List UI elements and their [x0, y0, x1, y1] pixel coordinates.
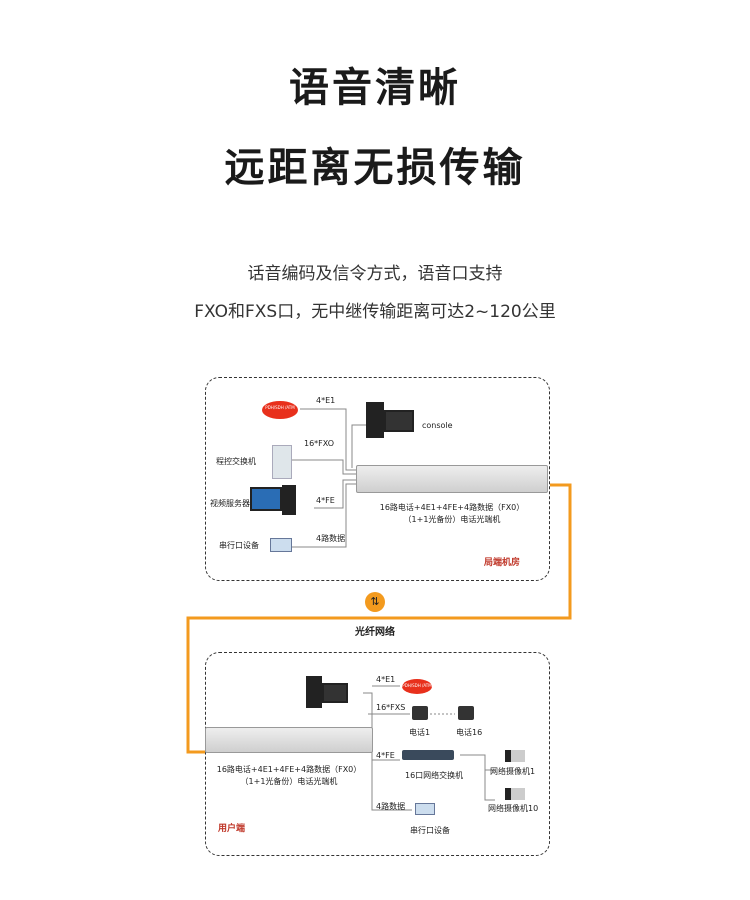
video-server-monitor-icon — [250, 487, 282, 511]
device-caption-bottom-2: （1+1光备份）电话光端机 — [240, 777, 338, 786]
camera-10-icon — [505, 788, 525, 800]
computer-monitor-icon — [322, 683, 348, 703]
device-caption-top-2: （1+1光备份）电话光端机 — [403, 515, 501, 524]
serial-device-icon — [270, 538, 292, 552]
label-camera-10: 网络摄像机10 — [488, 804, 539, 813]
site-label-central: 局端机房 — [484, 558, 521, 568]
central-office-panel — [205, 377, 550, 581]
label-serial-device-user: 串行口设备 — [410, 826, 450, 835]
optical-terminal-device-bottom — [205, 727, 373, 753]
title-line-2: 远距离无损传输 — [224, 145, 526, 191]
console-computer-icon — [366, 402, 384, 438]
computer-tower-icon — [306, 676, 322, 708]
label-camera-1: 网络摄像机1 — [490, 767, 536, 776]
device-caption-top-1: 16路电话+4E1+4FE+4路数据（FX0） — [379, 503, 525, 512]
video-server-tower-icon — [282, 485, 296, 515]
phone-1-icon — [412, 706, 428, 720]
label-serial-device: 串行口设备 — [219, 541, 259, 550]
label-fiber-network: 光纤网络 — [355, 627, 395, 638]
label-video-server: 视频服务器 — [210, 499, 250, 508]
serial-device-icon-user — [415, 803, 435, 815]
optical-terminal-device-top — [356, 465, 548, 493]
network-switch-icon — [402, 750, 454, 760]
phone-16-icon — [458, 706, 474, 720]
description-line-1: 话音编码及信令方式，语音口支持 — [247, 264, 503, 284]
label-4-data-user: 4路数据 — [376, 802, 406, 811]
fiber-network-icon: ⇅ — [365, 592, 385, 612]
label-4fe: 4*FE — [316, 496, 335, 505]
label-16fxo: 16*FXO — [304, 439, 335, 448]
pdh-sdh-atm-badge-user: PDH/SDH /ATM — [402, 679, 432, 694]
device-caption-bottom-1: 16路电话+4E1+4FE+4路数据（FX0） — [216, 765, 362, 774]
label-4e1-user: 4*E1 — [376, 675, 396, 684]
camera-1-icon — [505, 750, 525, 762]
label-4e1: 4*E1 — [316, 396, 336, 405]
label-switch: 16口网络交换机 — [405, 771, 464, 780]
console-monitor-icon — [384, 410, 414, 432]
description-line-2: FXO和FXS口，无中继传输距离可达2~120公里 — [194, 302, 556, 322]
pbx-cabinet-icon — [272, 445, 292, 479]
label-phone-1: 电话1 — [409, 728, 431, 737]
label-4-data: 4路数据 — [316, 534, 346, 543]
title-line-1: 语音清晰 — [289, 65, 461, 111]
user-side-panel — [205, 652, 550, 856]
site-label-user: 用户端 — [218, 824, 246, 834]
pdh-sdh-atm-badge: PDH/SDH /ATM — [262, 401, 298, 419]
fiber-link — [186, 483, 572, 754]
label-pbx: 程控交换机 — [216, 457, 256, 466]
label-4fe-user: 4*FE — [376, 751, 395, 760]
label-16fxs: 16*FXS — [376, 703, 406, 712]
label-console: console — [422, 421, 453, 430]
label-phone-16: 电话16 — [456, 728, 483, 737]
